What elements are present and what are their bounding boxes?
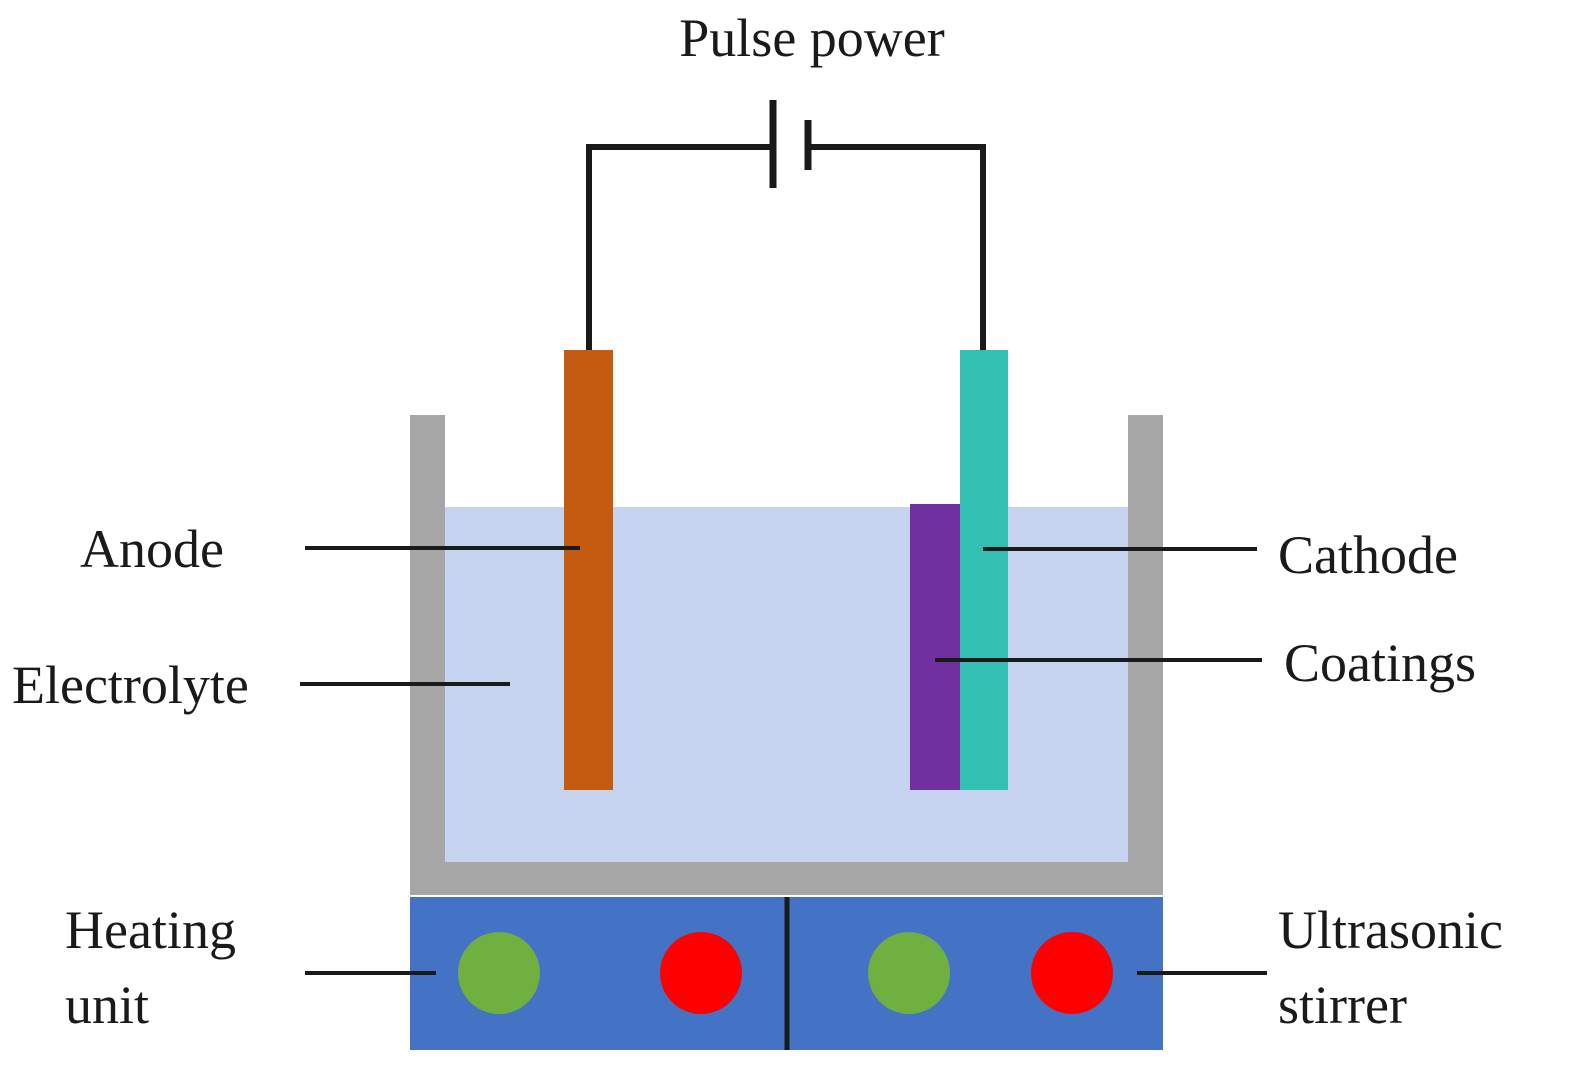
tank-bottom — [410, 862, 1163, 895]
ultrasonic-stirrer-label-line1: Ultrasonic — [1278, 900, 1503, 960]
heating-unit-label-line1: Heating — [65, 900, 236, 960]
heating-red-indicator-icon — [660, 932, 742, 1014]
anode-label: Anode — [80, 519, 224, 579]
stirrer-green-indicator-icon — [868, 932, 950, 1014]
pulse-power-label: Pulse power — [679, 8, 944, 68]
coating-layer — [910, 504, 960, 790]
cathode-electrode — [960, 350, 1008, 790]
heating-unit-label-line2: unit — [65, 975, 149, 1035]
leader-lines — [300, 546, 1267, 975]
anode-wire — [586, 144, 776, 353]
electrolyte-liquid — [445, 507, 1128, 862]
tank-right-wall — [1128, 415, 1163, 895]
ultrasonic-stirrer-label-line2: stirrer — [1278, 975, 1407, 1035]
cathode-wire — [805, 144, 986, 353]
coatings-label: Coatings — [1284, 633, 1476, 693]
anode-electrode — [564, 350, 613, 790]
heating-green-indicator-icon — [458, 932, 540, 1014]
electrolyte-label: Electrolyte — [12, 655, 249, 715]
circuit-wires — [586, 144, 986, 353]
stirrer-red-indicator-icon — [1031, 932, 1113, 1014]
battery-symbol-icon — [769, 100, 812, 188]
cathode-label: Cathode — [1278, 525, 1458, 585]
tank-left-wall — [410, 415, 445, 895]
